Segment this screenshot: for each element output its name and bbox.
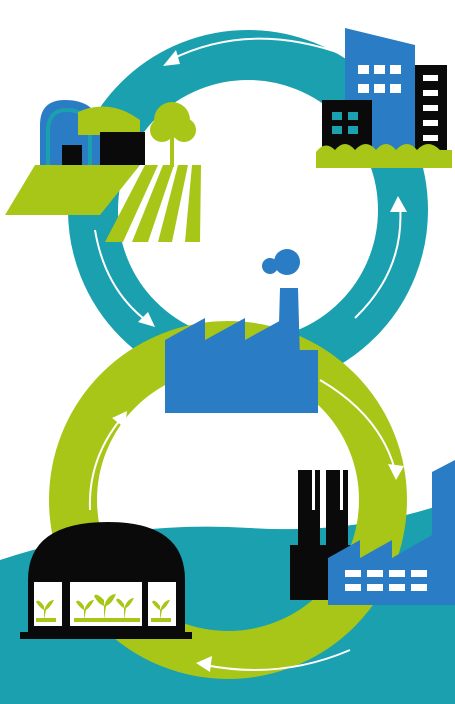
window: [411, 584, 427, 591]
window: [332, 126, 342, 134]
stack: [298, 470, 320, 548]
window: [423, 75, 438, 81]
window: [423, 120, 438, 126]
greenhouse-base: [20, 632, 192, 639]
window: [332, 112, 342, 120]
window: [390, 84, 401, 93]
greenhouse-icon: [20, 522, 192, 639]
window: [367, 584, 383, 591]
smoke-puff: [262, 258, 278, 274]
window: [358, 84, 369, 93]
window: [345, 570, 361, 577]
black-shed: [100, 132, 145, 165]
window: [348, 126, 358, 134]
window: [411, 570, 427, 577]
stack-gap: [340, 470, 343, 510]
window: [423, 105, 438, 111]
window: [348, 112, 358, 120]
crop-row: [185, 165, 201, 242]
window: [374, 84, 385, 93]
soil: [151, 618, 171, 622]
stack: [326, 470, 348, 548]
soil: [36, 618, 56, 622]
window: [390, 65, 401, 74]
window: [358, 65, 369, 74]
window: [367, 570, 383, 577]
window: [389, 584, 405, 591]
window: [374, 65, 385, 74]
window: [345, 584, 361, 591]
window: [423, 90, 438, 96]
stack-gap: [312, 470, 315, 510]
green-field-left: [5, 165, 140, 215]
window: [423, 135, 438, 141]
barn-door: [62, 145, 82, 165]
smoke-puff: [274, 249, 300, 275]
tree-crown-3: [172, 118, 196, 142]
soil: [74, 618, 140, 622]
tree-trunk: [170, 132, 174, 167]
factory-icon: [165, 249, 318, 413]
window: [389, 570, 405, 577]
short-black-building: [322, 100, 372, 150]
